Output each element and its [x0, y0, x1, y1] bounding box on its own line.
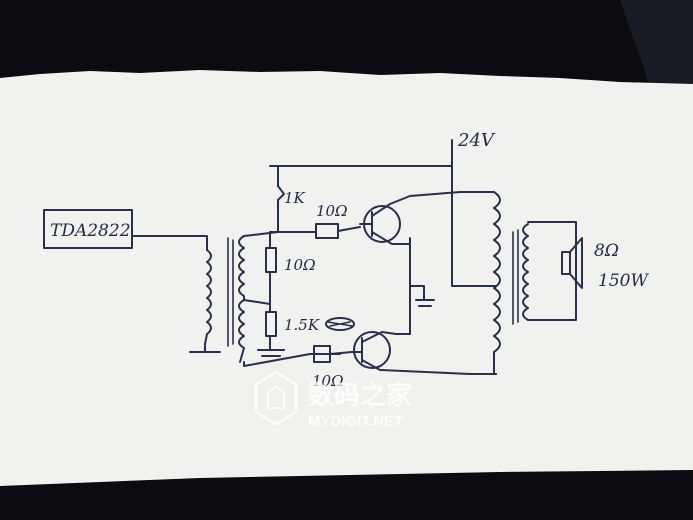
resistor-10-top-label: 10Ω [316, 202, 348, 220]
input-transformer-primary [204, 249, 212, 345]
output-transformer-primary [459, 191, 501, 375]
speaker-impedance: 8Ω [594, 241, 619, 261]
resistor-15k-label: 1.5K [284, 316, 320, 334]
resistor-1k-label: 1K [284, 189, 306, 207]
supply-label: 24V [457, 130, 496, 151]
bias-ground [257, 349, 285, 357]
watermark-brand: 数码之家 [308, 380, 412, 410]
primary-ground [189, 343, 221, 353]
resistor-10-bottom-label: 10Ω [312, 372, 344, 390]
scribble-mark [325, 317, 355, 331]
ic-label: TDA2822 [50, 221, 131, 241]
center-ground [409, 285, 435, 307]
speaker-icon [561, 251, 571, 275]
resistor-10-mid-label: 10Ω [284, 256, 316, 274]
resistor-1k [277, 185, 285, 201]
paper-sheet [0, 70, 693, 486]
ic-box [43, 209, 133, 249]
speaker-box [527, 221, 577, 321]
speaker-power: 150W [598, 271, 649, 291]
watermark-url: MYDIGIT.NET [308, 413, 403, 430]
output-transformer-secondary [522, 223, 529, 321]
watermark: 数码之家 MYDIGIT.NET [254, 370, 412, 430]
watermark-logo-icon [254, 370, 298, 426]
transistor-bottom [353, 331, 391, 369]
input-transformer-secondary [238, 235, 245, 363]
